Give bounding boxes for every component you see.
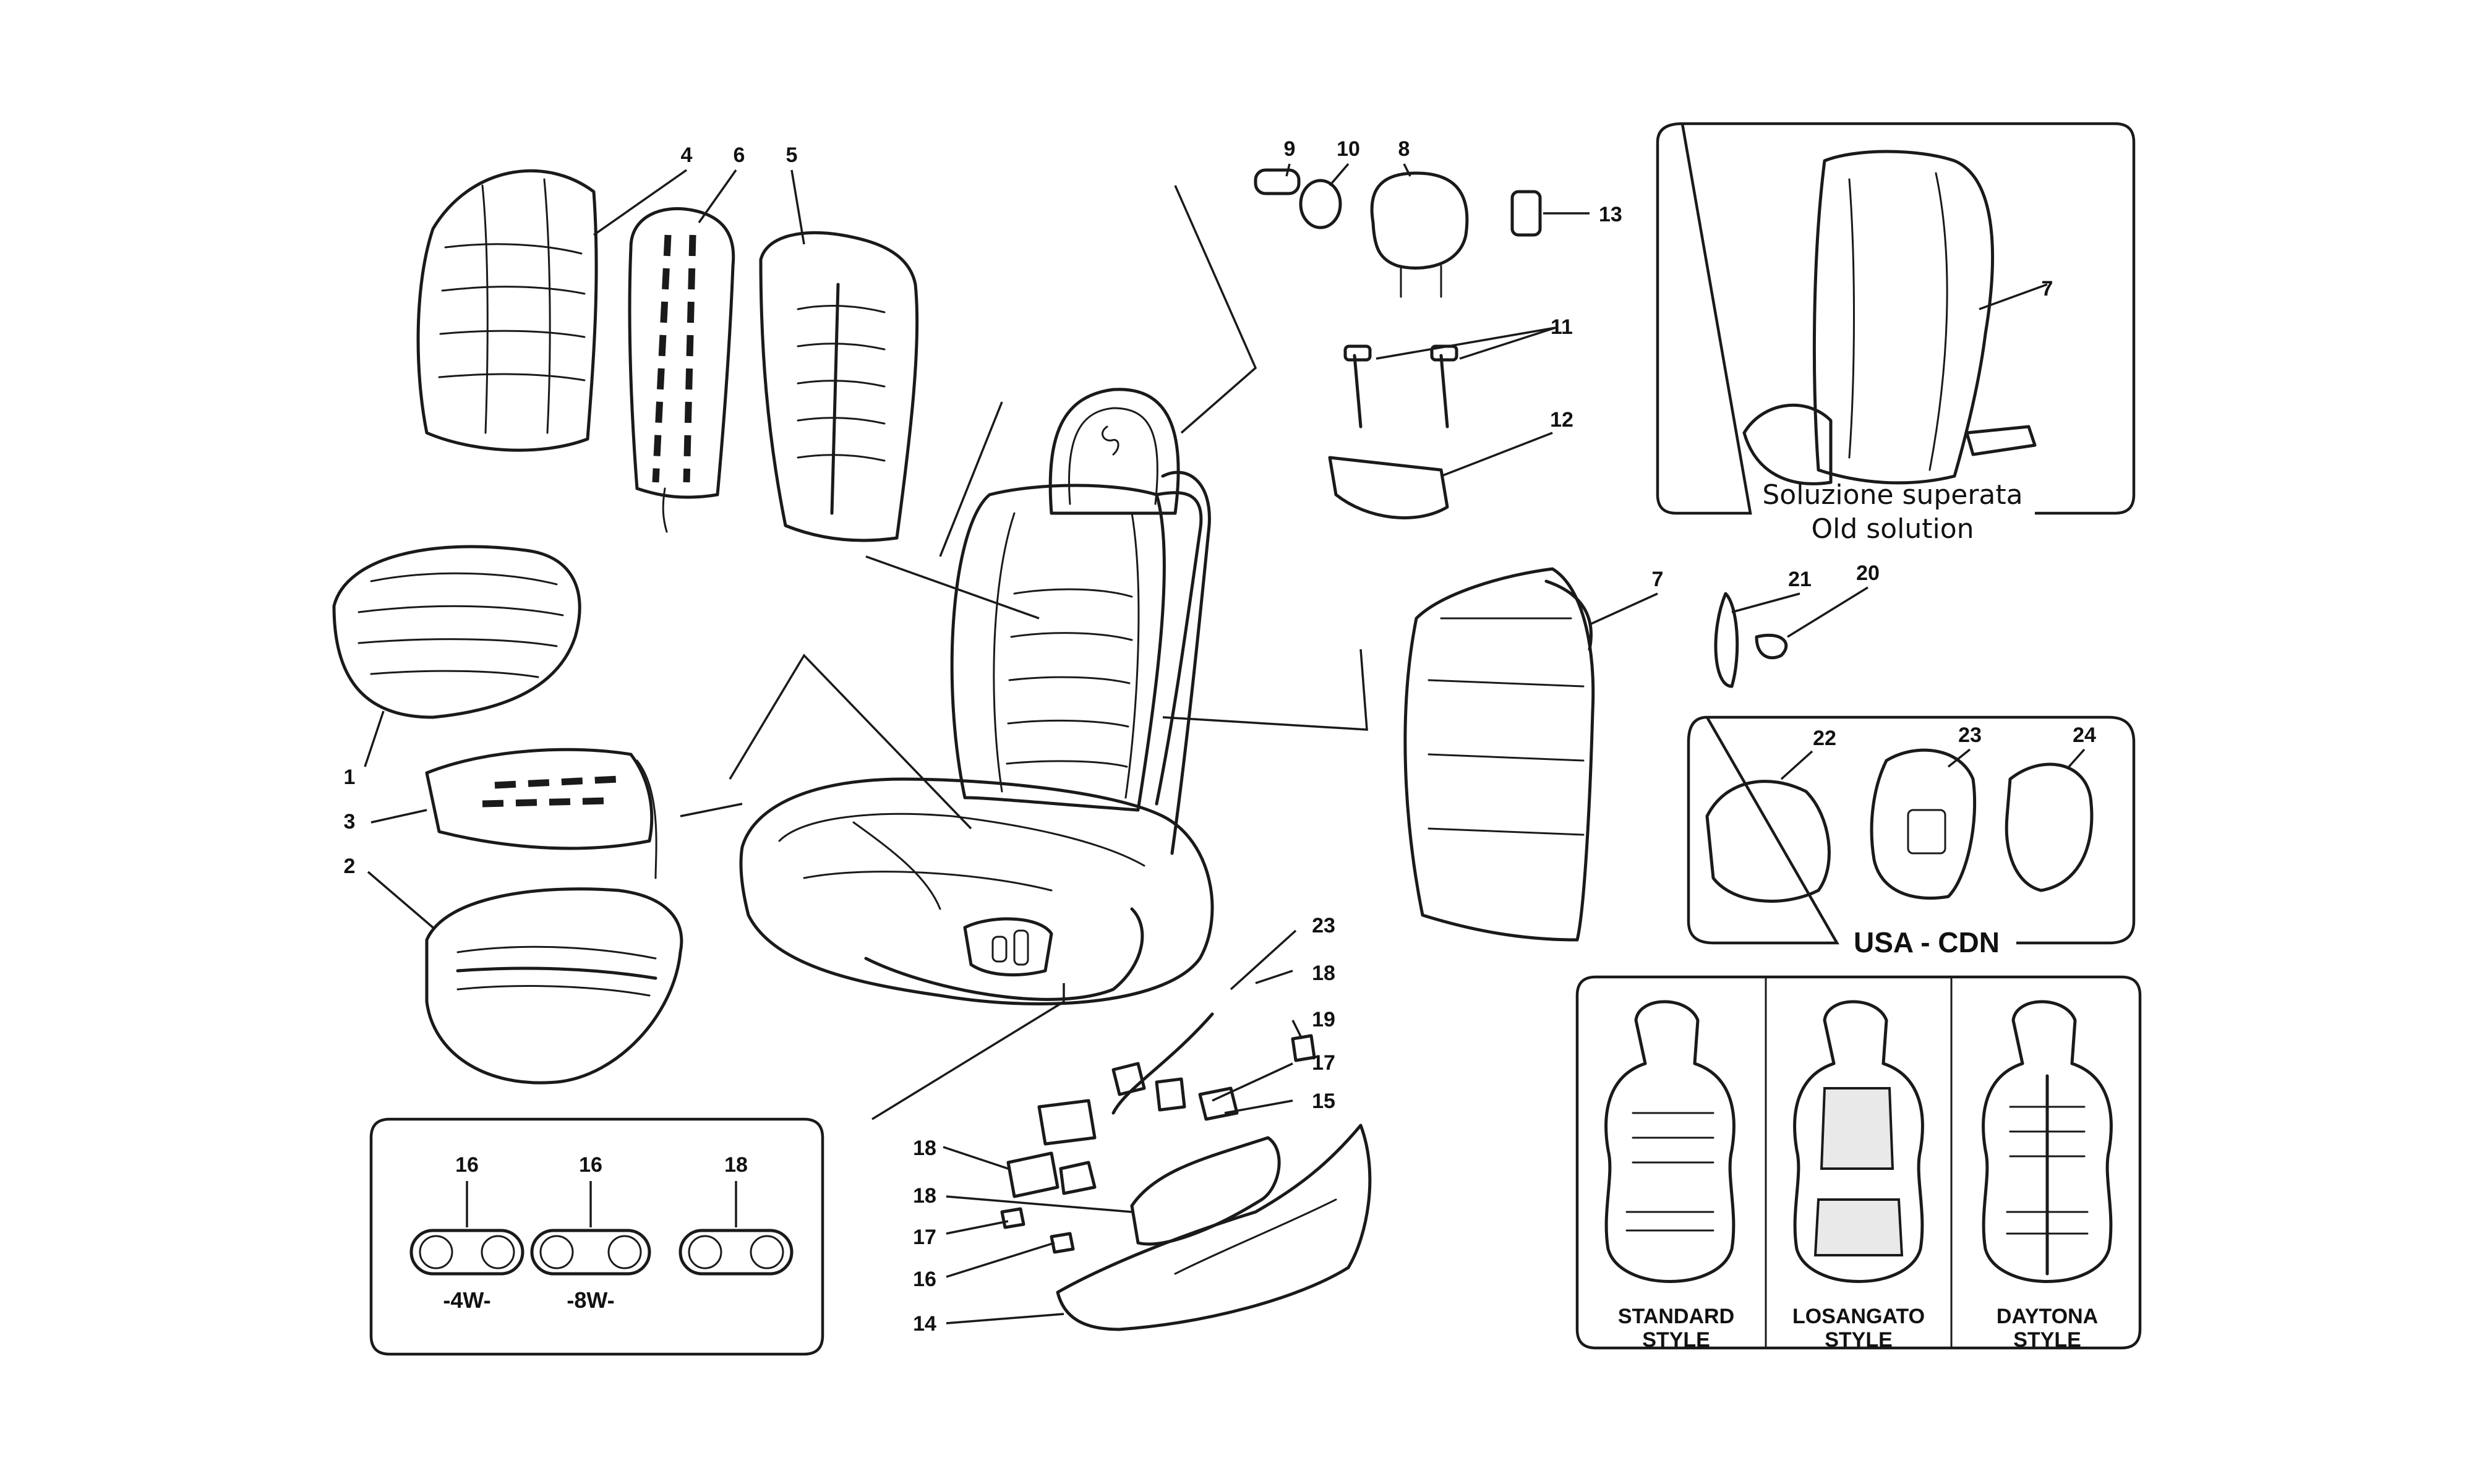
back-frame-7 xyxy=(1403,567,1595,942)
backrest-cover-4 xyxy=(416,169,598,452)
part-number-14: 14 xyxy=(913,1312,936,1336)
cushion-heater-3 xyxy=(425,748,657,879)
part-number-25: 21 xyxy=(1788,568,1812,591)
part-number-18-b: 18 xyxy=(724,1153,748,1177)
part-number-7-old: 7 xyxy=(2042,277,2053,301)
part-number-13: 13 xyxy=(1599,203,1622,226)
old-solution-italian: Soluzione superata xyxy=(1762,479,2022,511)
switch-4w-label: -4W- xyxy=(443,1287,490,1313)
standard-style-line2: STYLE xyxy=(1642,1328,1710,1352)
part-number-labels: 4 6 5 1 3 2 9 10 8 13 11 12 7 7 21 20 23… xyxy=(344,137,2053,1336)
part-number-5: 5 xyxy=(786,143,798,167)
switch-panel: 16 16 18 -4W- -8W- xyxy=(369,1117,824,1356)
part-number-23: 23 xyxy=(1312,914,1335,937)
daytona-style-line1: DAYTONA xyxy=(1997,1305,2098,1328)
part-number-8: 8 xyxy=(1398,137,1410,161)
part-number-11: 11 xyxy=(1551,315,1573,339)
backrest-heater-6 xyxy=(628,207,735,533)
part-number-18: 18 xyxy=(913,1184,936,1208)
part-number-26: 22 xyxy=(1813,727,1836,750)
part-number-12: 12 xyxy=(1550,408,1573,432)
usa-cdn-panel: 22 23 24 USA - CDN xyxy=(1687,715,2136,958)
market-label: USA - CDN xyxy=(1854,926,2000,958)
part-number-15: 15 xyxy=(1312,1090,1335,1113)
old-solution-panel: Soluzione superata Old solution xyxy=(1656,122,2136,545)
seat-styles-panel: STANDARD STYLE LOSANGATO STYLE DAYTONA S… xyxy=(1575,975,2142,1352)
part-number-4: 4 xyxy=(681,143,693,167)
cushion-padding-2 xyxy=(425,887,683,1085)
old-solution-english: Old solution xyxy=(1811,513,1974,545)
seat-control-parts xyxy=(1000,1012,1372,1331)
part-number-21: 18 xyxy=(1312,962,1335,985)
parts-24-25 xyxy=(1714,592,1788,688)
backrest-padding-5 xyxy=(759,231,919,542)
headrest-parts xyxy=(1254,168,1542,519)
losangato-style-line2: STYLE xyxy=(1825,1328,1893,1352)
daytona-style-line2: STYLE xyxy=(2013,1328,2081,1352)
part-number-16-b: 16 xyxy=(579,1153,602,1177)
part-number-27: 23 xyxy=(1958,723,1982,747)
cushion-cover-1 xyxy=(332,545,581,719)
part-number-28: 24 xyxy=(2073,723,2096,747)
part-number-16-a: 16 xyxy=(455,1153,479,1177)
part-number-10: 10 xyxy=(1337,137,1360,161)
part-number-3: 3 xyxy=(344,810,356,834)
switch-8w-label: -8W- xyxy=(567,1287,614,1313)
part-number-24: 20 xyxy=(1856,561,1880,585)
part-number-17: 17 xyxy=(913,1226,936,1249)
main-seat xyxy=(739,388,1214,1005)
part-number-22: 18 xyxy=(913,1136,936,1160)
part-number-1: 1 xyxy=(344,765,356,789)
standard-style-line1: STANDARD xyxy=(1618,1305,1734,1328)
part-number-16: 16 xyxy=(913,1268,936,1291)
part-number-2: 2 xyxy=(344,855,356,878)
part-number-9: 9 xyxy=(1284,137,1296,161)
part-number-7: 7 xyxy=(1652,568,1664,591)
part-number-19: 17 xyxy=(1312,1051,1335,1075)
part-number-6: 6 xyxy=(734,143,745,167)
leader-lines xyxy=(364,163,2048,1324)
part-number-20: 19 xyxy=(1312,1008,1335,1031)
losangato-style-line1: LOSANGATO xyxy=(1792,1305,1925,1328)
